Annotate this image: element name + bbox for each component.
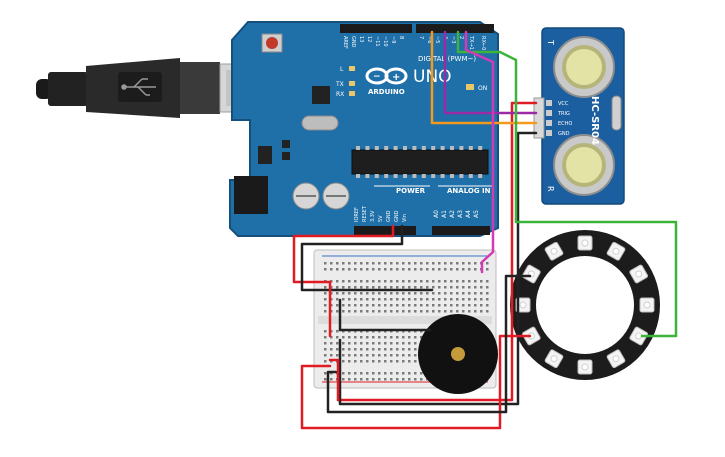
digital-pin-label: ~11	[374, 36, 380, 47]
digital-pin-label: ~3	[450, 36, 456, 43]
digital-pin-label: AREF	[342, 36, 348, 49]
analog-pin-label: A4	[465, 210, 472, 218]
sensor-pin[interactable]	[546, 110, 552, 116]
sensor-pins: VCC TRIG ECHO GND	[546, 100, 572, 137]
crystal	[301, 115, 339, 131]
chip-legs	[356, 146, 483, 178]
wire-black-board-gnd[interactable]	[300, 224, 404, 292]
arduino-logo-plus: +	[392, 72, 400, 83]
sensor-pin-header[interactable]	[533, 97, 545, 139]
sensor-pin-label: TRIG	[557, 111, 570, 117]
arduino-logo-minus: −	[373, 72, 381, 82]
wire-magenta-buzzer[interactable]	[464, 30, 495, 274]
analog-pin-label: A5	[473, 210, 480, 218]
led-label-rx: RX	[336, 91, 344, 98]
wire-red-5v[interactable]	[292, 224, 395, 284]
board-brand: ARDUINO	[368, 88, 405, 96]
wire-red-vcc[interactable]	[336, 101, 538, 402]
on-label: ON	[478, 85, 487, 92]
digital-pin-label: ~9	[390, 36, 396, 43]
oscillator	[611, 95, 622, 131]
wire-red-buzzer[interactable]	[328, 358, 340, 402]
breadboard-holes	[324, 262, 489, 381]
analog-pin-label: A0	[433, 210, 440, 218]
ring-leds	[515, 235, 655, 375]
power-pin-label: GND	[394, 210, 400, 222]
transducer-echo-icon	[553, 134, 615, 196]
small-component	[282, 152, 290, 160]
digital-pin-label: RX←0	[480, 36, 486, 50]
power-pin-label: Vin	[402, 214, 408, 222]
wire-black-ring-gnd[interactable]	[326, 274, 532, 414]
atmega-chip	[351, 149, 489, 175]
wire-black-gnd[interactable]	[338, 131, 538, 406]
analog-pin-label: A3	[457, 210, 464, 218]
analog-label: ANALOG IN	[447, 187, 491, 195]
wire-orange-echo[interactable]	[430, 30, 538, 125]
sensor-pin-label: GND	[558, 131, 570, 137]
neopixel-ring[interactable]	[510, 230, 660, 380]
usb-chip	[312, 86, 330, 104]
digital-pin-label: 13	[358, 36, 364, 42]
digital-header-left[interactable]	[340, 24, 412, 33]
digital-pin-label: ~10	[382, 36, 388, 47]
digital-pin-label: TX→1	[468, 35, 474, 50]
sensor-pin[interactable]	[546, 100, 552, 106]
sensor-pin-label: VCC	[558, 101, 569, 107]
analog-pin-label: A2	[449, 210, 456, 218]
analog-header[interactable]	[432, 226, 490, 235]
digital-pin-label: GND	[350, 36, 356, 48]
power-header[interactable]	[354, 226, 416, 235]
power-label: POWER	[396, 187, 426, 195]
sensor-pin-label: ECHO	[558, 121, 572, 127]
sensor-model-label: HC-SR04	[589, 96, 600, 145]
power-jack[interactable]	[234, 176, 268, 214]
wire-green-data[interactable]	[456, 30, 678, 338]
led-rx	[349, 91, 355, 96]
power-pin-label: 5V	[378, 215, 384, 222]
wires[interactable]	[292, 30, 678, 430]
piezo-buzzer[interactable]	[418, 314, 498, 394]
digital-pin-label: 7	[418, 36, 424, 39]
digital-pin-label: ~5	[434, 36, 440, 43]
digital-pin-label: ~6	[426, 36, 432, 43]
digital-header-right[interactable]	[416, 24, 494, 33]
hc-sr04-sensor[interactable]: HC-SR04 T R VCC TRIG ECHO GND	[533, 27, 625, 205]
voltage-regulator	[258, 146, 272, 164]
arduino-logo-icon	[365, 67, 408, 85]
power-pin-label: GND	[386, 210, 392, 222]
power-pin-label: IOREF	[354, 207, 360, 222]
led-tx	[349, 81, 355, 86]
led-label-tx: TX	[335, 81, 344, 88]
sensor-mark-r: R	[546, 186, 555, 192]
usb-icon	[121, 78, 156, 96]
capacitor	[292, 182, 320, 210]
capacitor	[322, 182, 350, 210]
led-label-l: L	[340, 66, 344, 73]
power-pin-label: 3.3V	[370, 210, 376, 222]
analog-pin-label: A1	[441, 210, 448, 218]
power-led	[466, 84, 474, 90]
sensor-mark-t: T	[546, 39, 555, 45]
sensor-pin[interactable]	[546, 130, 552, 136]
reset-button[interactable]	[261, 33, 283, 53]
led-l	[349, 66, 355, 71]
power-pin-label: RESET	[362, 205, 368, 222]
digital-pin-label: 8	[398, 36, 404, 39]
small-component	[282, 140, 290, 148]
digital-pin-label: 2	[458, 36, 464, 39]
digital-pin-label: 12	[366, 36, 372, 42]
sensor-pin[interactable]	[546, 120, 552, 126]
wire-purple-trig[interactable]	[443, 30, 538, 115]
transducer-trigger-icon	[553, 36, 615, 98]
digital-label: DIGITAL (PWM~)	[418, 55, 476, 63]
